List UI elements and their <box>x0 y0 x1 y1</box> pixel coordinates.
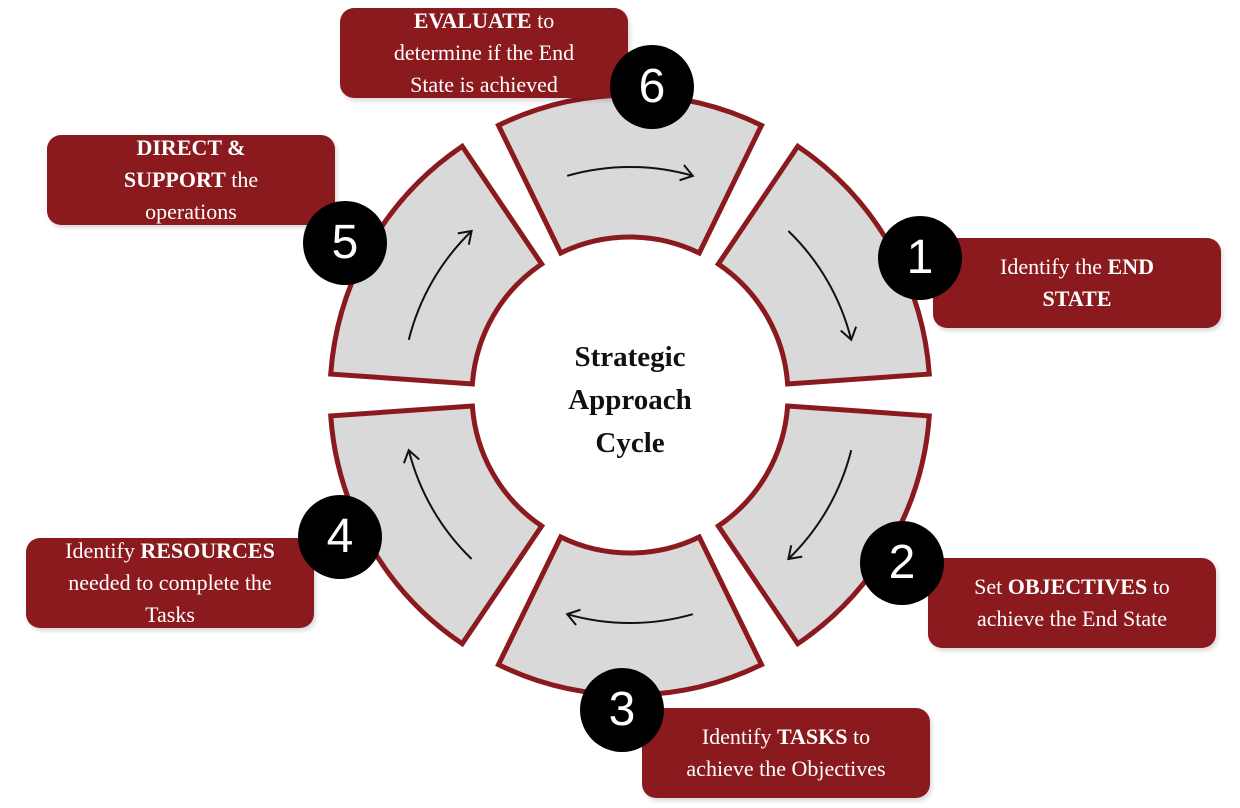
step-number-badge: 3 <box>580 668 664 752</box>
cycle-segment-1 <box>714 142 932 387</box>
cycle-segment-3 <box>495 533 765 698</box>
cycle-segment-6 <box>495 92 765 257</box>
label-emphasis: SUPPORT <box>123 167 226 192</box>
label-text: achieve the Objectives <box>686 756 886 781</box>
title-line: Strategic <box>574 341 686 373</box>
label-emphasis: END <box>1107 254 1154 279</box>
label-line: needed to complete the <box>26 567 314 599</box>
label-text: needed to complete the <box>68 570 272 595</box>
step-1-label: Identify the END STATE <box>933 238 1221 328</box>
step-number-badge: 5 <box>303 201 387 285</box>
label-line: DIRECT & <box>47 132 335 164</box>
cycle-arrow-icon <box>407 229 473 341</box>
step-5-label: DIRECT & SUPPORT the operations <box>47 135 335 225</box>
cycle-segment-4 <box>328 403 546 648</box>
label-text: the <box>225 167 259 192</box>
label-text: Identify <box>65 538 141 563</box>
label-line: Identify the END <box>933 251 1221 283</box>
label-text: achieve the End State <box>977 606 1167 631</box>
label-emphasis: EVALUATE <box>413 8 532 33</box>
label-line: Identify RESOURCES <box>26 535 314 567</box>
step-number-badge: 2 <box>860 521 944 605</box>
cycle-arrow-icon <box>565 608 694 626</box>
cycle-arrow-icon <box>566 164 695 182</box>
step-2-label: Set OBJECTIVES to achieve the End State <box>928 558 1216 648</box>
title-line: Approach <box>568 384 692 416</box>
label-line: EVALUATE to <box>340 5 628 37</box>
label-text: State is achieved <box>410 72 558 97</box>
cycle-segment-2 <box>714 403 932 648</box>
label-line: State is achieved <box>340 69 628 101</box>
cycle-arrow-icon <box>402 448 473 560</box>
cycle-segment-5 <box>328 142 546 387</box>
label-line: achieve the End State <box>928 603 1216 635</box>
label-text: Identify the <box>1000 254 1108 279</box>
label-line: STATE <box>933 283 1221 315</box>
title-line: Cycle <box>595 427 665 459</box>
label-text: to <box>531 8 555 33</box>
label-text: Identify <box>701 724 777 749</box>
label-text: to <box>847 724 871 749</box>
cycle-arrow-icon <box>787 449 853 561</box>
label-emphasis: TASKS <box>777 724 848 749</box>
label-text: Set <box>974 574 1008 599</box>
label-text: determine if the End <box>393 40 575 65</box>
label-line: Tasks <box>26 599 314 631</box>
label-line: operations <box>47 196 335 228</box>
label-text: operations <box>145 199 237 224</box>
label-text: Tasks <box>145 602 195 627</box>
label-emphasis: DIRECT & <box>136 135 246 160</box>
cycle-arrow-icon <box>787 230 858 342</box>
label-emphasis: RESOURCES <box>140 538 275 563</box>
label-text: to <box>1147 574 1170 599</box>
diagram-title: Strategic Approach Cycle <box>530 336 730 465</box>
label-emphasis: STATE <box>1042 286 1112 311</box>
label-line: achieve the Objectives <box>642 753 930 785</box>
label-emphasis: OBJECTIVES <box>1007 574 1148 599</box>
label-line: determine if the End <box>340 37 628 69</box>
step-number-badge: 4 <box>298 495 382 579</box>
step-3-label: Identify TASKS to achieve the Objectives <box>642 708 930 798</box>
label-line: SUPPORT the <box>47 164 335 196</box>
label-line: Set OBJECTIVES to <box>928 571 1216 603</box>
step-number-badge: 6 <box>610 45 694 129</box>
step-number-badge: 1 <box>878 216 962 300</box>
step-4-label: Identify RESOURCES needed to complete the… <box>26 538 314 628</box>
label-line: Identify TASKS to <box>642 721 930 753</box>
